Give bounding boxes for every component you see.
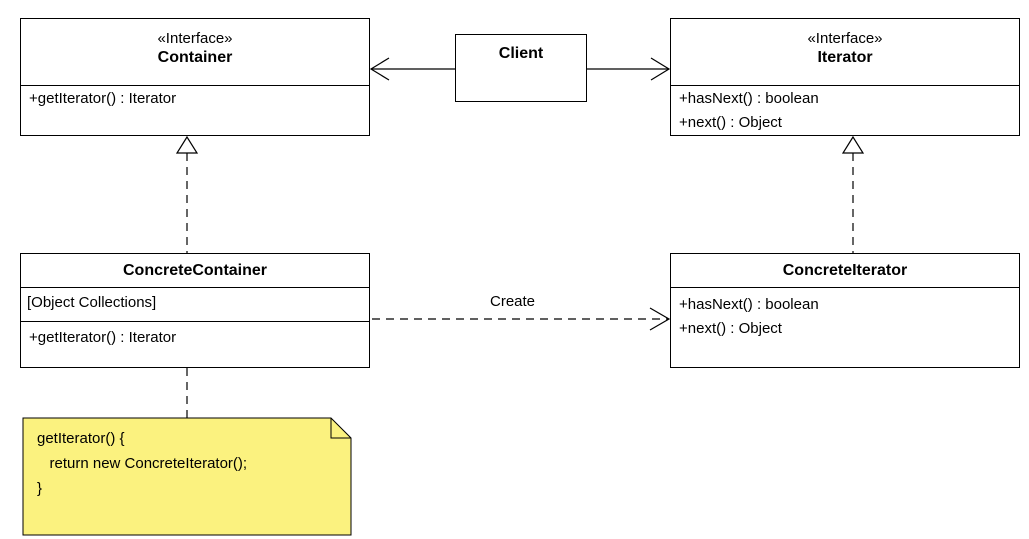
container-interface-box[interactable]: «Interface» Container +getIterator() : I… — [20, 18, 370, 136]
note-shape — [22, 417, 352, 536]
client-container-arrowhead — [369, 57, 390, 81]
container-separator — [21, 85, 369, 86]
concrete-iterator-separator-top — [671, 287, 1019, 288]
concrete-container-attribute: [Object Collections] — [27, 294, 157, 311]
create-dependency-arrowhead — [649, 307, 671, 331]
client-class-box[interactable]: Client — [455, 34, 587, 102]
iterator-interface-box[interactable]: «Interface» Iterator +hasNext() : boolea… — [670, 18, 1020, 136]
container-class-name: Container — [157, 49, 233, 66]
iterator-class-name: Iterator — [817, 49, 873, 66]
create-relation-label: Create — [490, 293, 536, 310]
client-iterator-arrowhead — [650, 57, 671, 81]
concrete-iterator-box[interactable]: ConcreteIterator +hasNext() : boolean +n… — [670, 253, 1020, 368]
concrete-iterator-method: +hasNext() : boolean — [679, 296, 819, 313]
concrete-container-separator-top — [21, 287, 369, 288]
concrete-container-box[interactable]: ConcreteContainer [Object Collections] +… — [20, 253, 370, 368]
iterator-realization-triangle — [841, 135, 865, 154]
note-folded-corner — [330, 418, 351, 439]
concrete-container-class-name: ConcreteContainer — [122, 262, 268, 279]
container-realization-triangle — [175, 135, 199, 154]
iterator-stereotype: «Interface» — [807, 30, 883, 47]
concrete-container-method: +getIterator() : Iterator — [29, 329, 177, 346]
note-line: return new ConcreteIterator(); — [37, 455, 248, 472]
concrete-iterator-class-name: ConcreteIterator — [782, 262, 908, 279]
iterator-method: +next() : Object — [679, 114, 782, 131]
note-line: } — [37, 480, 43, 497]
iterator-separator — [671, 85, 1019, 86]
container-method: +getIterator() : Iterator — [29, 90, 177, 107]
concrete-container-separator-bottom — [21, 321, 369, 322]
note-line: getIterator() { — [37, 430, 125, 447]
client-class-name: Client — [498, 45, 544, 62]
container-stereotype: «Interface» — [157, 30, 233, 47]
concrete-iterator-method: +next() : Object — [679, 320, 782, 337]
iterator-method: +hasNext() : boolean — [679, 90, 819, 107]
